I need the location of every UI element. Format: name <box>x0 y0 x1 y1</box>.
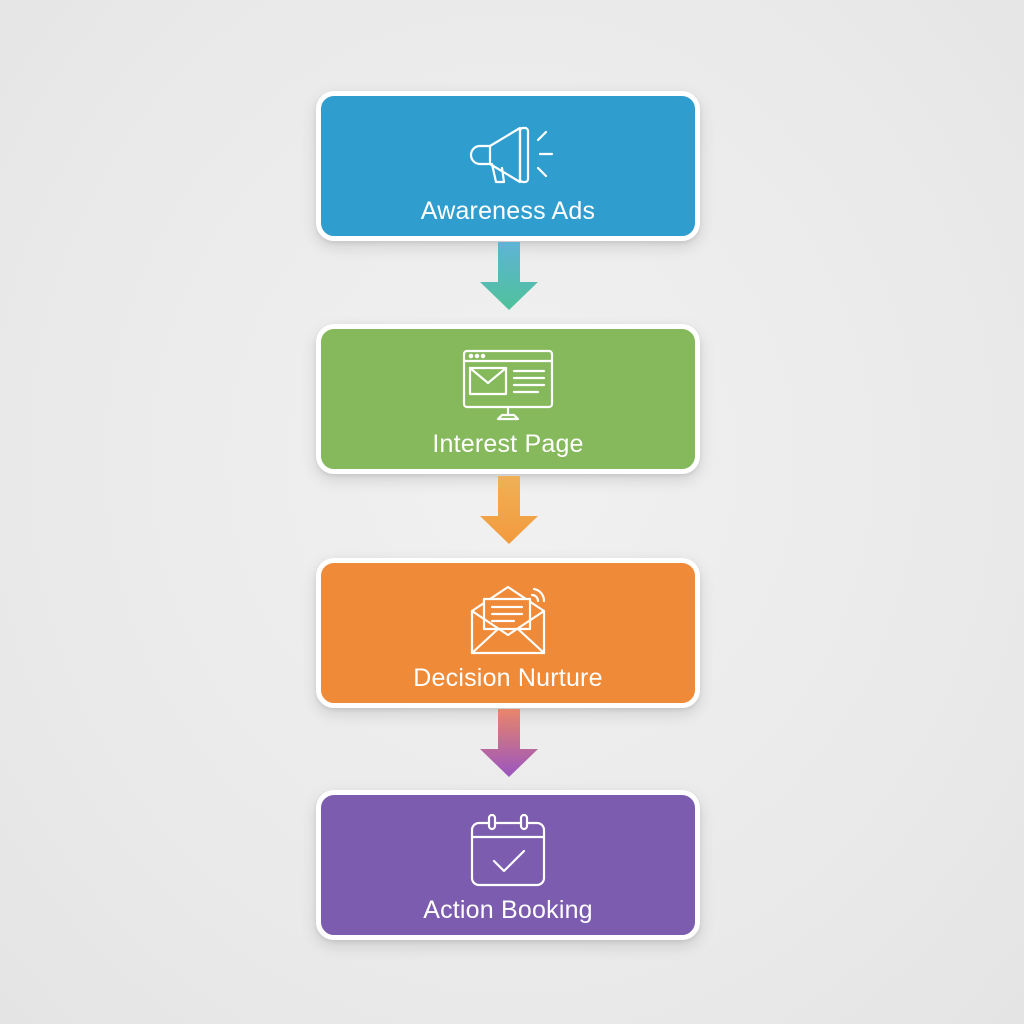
megaphone-icon <box>458 114 558 190</box>
step-decision-nurture: Decision Nurture <box>316 558 700 708</box>
step-label: Awareness Ads <box>420 197 596 225</box>
step-label: Decision Nurture <box>413 664 603 692</box>
arrow-down-icon <box>478 242 540 312</box>
arrow-down-icon <box>478 476 540 546</box>
step-label: Interest Page <box>432 430 584 458</box>
monitor-email-icon <box>458 347 558 423</box>
step-action-booking: Action Booking <box>316 790 700 940</box>
calendar-check-icon <box>458 813 558 889</box>
open-envelope-icon <box>458 581 558 657</box>
step-label: Action Booking <box>423 896 593 924</box>
step-awareness-ads: Awareness Ads <box>316 91 700 241</box>
step-interest-page: Interest Page <box>316 324 700 474</box>
arrow-down-icon <box>478 709 540 779</box>
